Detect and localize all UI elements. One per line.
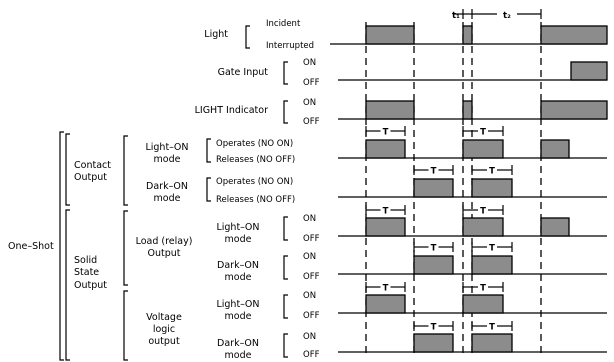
level-label-off: OFF: [303, 117, 320, 127]
level-label-off: OFF: [303, 272, 320, 282]
mode-label-light-on: Light–ON: [145, 142, 188, 153]
mode-label-mode: mode: [225, 272, 252, 283]
level-label-operates: Operates (NO ON): [216, 177, 293, 187]
t-marker-volt-light-2-label: T: [480, 284, 486, 294]
mode-label-mode: mode: [225, 350, 252, 361]
level-label-on: ON: [303, 291, 316, 301]
level-label-on: ON: [303, 332, 316, 342]
bracket-one-shot: [59, 131, 64, 361]
row-label-light: Light: [204, 29, 228, 40]
pulse-volt-dark-on-1: [413, 333, 454, 353]
t-marker-contact-dark-1-label: T: [431, 167, 437, 177]
brackets: [59, 25, 288, 361]
level-label-releases: Releases (NO OFF): [216, 155, 295, 165]
waveforms: [330, 25, 608, 353]
pulse-light-2: [462, 25, 473, 45]
pulse-relay-dark-on-1: [413, 255, 454, 275]
level-label-off: OFF: [303, 350, 320, 360]
mode-label-mode: mode: [225, 311, 252, 322]
t-marker-contact-light-2-label: T: [480, 128, 486, 138]
level-label-off: OFF: [303, 78, 320, 88]
t-marker-volt-dark-1-label: T: [431, 323, 437, 333]
group-label-voltage: Voltage: [146, 312, 182, 323]
mode-label-dark-on: Dark–ON: [217, 260, 259, 271]
bracket-contact-dark-on: [206, 177, 211, 202]
bracket-volt-dark-on: [283, 333, 288, 358]
bracket-indicator: [283, 100, 288, 124]
t-marker-relay-light-1-label: T: [383, 207, 389, 217]
pulse-contact-dark-on-1: [413, 178, 454, 198]
mode-label-light-on: Light–ON: [216, 222, 259, 233]
pulse-light-1: [365, 25, 415, 45]
level-label-off: OFF: [303, 311, 320, 321]
bracket-volt-light-on: [283, 294, 288, 319]
level-label-incident: Incident: [266, 19, 301, 29]
bracket-contact-output: [65, 133, 70, 206]
pulse-indicator-3: [540, 100, 608, 120]
group-label-output: output: [148, 336, 180, 347]
bracket-relay-light-on: [283, 216, 288, 241]
bracket-relay-dark-on: [283, 255, 288, 280]
t2-label: t₂: [503, 11, 511, 21]
bracket-gate: [283, 61, 288, 85]
mode-label-mode: mode: [225, 234, 252, 245]
bracket-voltage-logic: [123, 290, 128, 361]
level-label-on: ON: [303, 214, 316, 224]
pulse-relay-dark-on-2: [471, 255, 513, 275]
group-label-output: Output: [74, 172, 107, 183]
row-label-gate-input: Gate Input: [218, 67, 269, 78]
group-label-load-relay: Load (relay): [136, 236, 193, 247]
pulse-contact-dark-on-2: [471, 178, 513, 198]
level-label-on: ON: [303, 252, 316, 262]
mode-label-dark-on: Dark–ON: [217, 338, 259, 349]
level-label-on: ON: [303, 58, 316, 68]
t-marker-volt-dark-2-label: T: [489, 323, 495, 333]
bracket-load-relay: [123, 210, 128, 286]
mode-label-light-on: Light–ON: [216, 299, 259, 310]
pulse-relay-light-on-3: [540, 217, 570, 237]
group-label-output: Output: [148, 248, 181, 259]
pulse-volt-light-on-1: [365, 294, 406, 314]
pulse-indicator-1: [365, 100, 415, 120]
pulse-relay-light-on-2: [462, 217, 504, 237]
t-interval-markers: T T T T T T T T T T T T: [365, 9, 542, 333]
t-marker-relay-dark-1-label: T: [431, 244, 437, 254]
bracket-light: [245, 25, 250, 49]
bracket-contact-light-on: [206, 138, 211, 163]
pulse-indicator-2: [462, 100, 473, 120]
bracket-contact-modes: [123, 135, 128, 206]
pulse-contact-light-on-3: [540, 139, 570, 159]
t-marker-contact-dark-2-label: T: [489, 167, 495, 177]
group-label-one-shot-1: One–Shot: [8, 241, 54, 252]
mode-label-mode: mode: [154, 193, 181, 204]
level-label-interrupted: Interrupted: [266, 41, 314, 51]
t-marker-relay-dark-2-label: T: [489, 244, 495, 254]
level-label-off: OFF: [303, 234, 320, 244]
group-label-solid: Solid: [74, 255, 97, 266]
t-marker-volt-light-1-label: T: [383, 284, 389, 294]
pulse-volt-dark-on-2: [471, 333, 513, 353]
pulse-contact-light-on-2: [462, 139, 504, 159]
pulse-contact-light-on-1: [365, 139, 406, 159]
mode-label-dark-on: Dark–ON: [146, 181, 188, 192]
pulse-relay-light-on-1: [365, 217, 406, 237]
t1-label: t₁: [452, 11, 460, 21]
pulse-light-3: [540, 25, 608, 45]
group-label-state: State: [74, 267, 99, 278]
pulse-volt-light-on-2: [462, 294, 504, 314]
bracket-solid-state: [65, 209, 70, 361]
group-label-output: Output: [74, 280, 107, 291]
level-label-operates: Operates (NO ON): [216, 139, 293, 149]
row-label-light-indicator: LIGHT Indicator: [195, 105, 268, 116]
mode-label-mode: mode: [154, 154, 181, 165]
t-marker-contact-light-1-label: T: [383, 128, 389, 138]
level-label-releases: Releases (NO OFF): [216, 195, 295, 205]
pulse-gate-1: [570, 61, 608, 81]
group-label-contact: Contact: [74, 160, 111, 171]
group-label-logic: logic: [153, 324, 175, 335]
level-label-on: ON: [303, 98, 316, 108]
t-marker-relay-light-2-label: T: [480, 207, 486, 217]
